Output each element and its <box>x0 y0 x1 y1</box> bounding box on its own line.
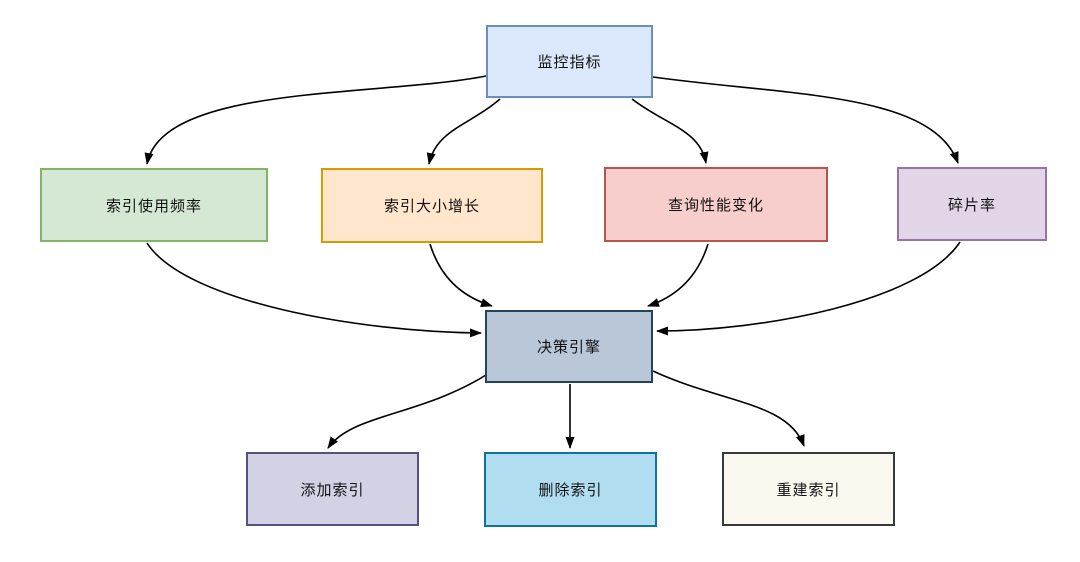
node-label: 添加索引 <box>300 480 365 499</box>
node-label: 删除索引 <box>538 481 603 499</box>
node-label: 决策引擎 <box>536 338 601 356</box>
edge-monitor-perf <box>631 98 709 164</box>
edge-monitor-freq <box>144 75 487 165</box>
node-label: 索引大小增长 <box>383 197 480 215</box>
node-monitoring-metrics: 监控指标 <box>486 25 653 98</box>
node-index-size-growth: 索引大小增长 <box>321 168 543 243</box>
node-label: 碎片率 <box>947 195 996 214</box>
node-delete-index: 删除索引 <box>484 452 657 527</box>
edge-size-engine <box>429 243 493 308</box>
node-index-usage-frequency: 索引使用频率 <box>40 168 268 242</box>
node-label: 索引使用频率 <box>105 196 202 215</box>
node-decision-engine: 决策引擎 <box>485 310 653 383</box>
node-label: 重建索引 <box>776 480 841 499</box>
node-label: 查询性能变化 <box>667 196 764 214</box>
edge-engine-add <box>327 374 487 449</box>
node-add-index: 添加索引 <box>246 452 419 526</box>
node-query-performance-change: 查询性能变化 <box>604 167 828 242</box>
node-fragmentation-rate: 碎片率 <box>897 167 1047 241</box>
edge-monitor-frag <box>652 76 959 164</box>
edge-monitor-size <box>426 98 501 165</box>
node-rebuild-index: 重建索引 <box>722 452 895 526</box>
edge-engine-rebuild <box>652 370 805 447</box>
node-label: 监控指标 <box>537 53 602 71</box>
edge-perf-engine <box>647 243 709 307</box>
edge-freq-engine <box>146 242 482 338</box>
edge-frag-engine <box>656 241 961 336</box>
